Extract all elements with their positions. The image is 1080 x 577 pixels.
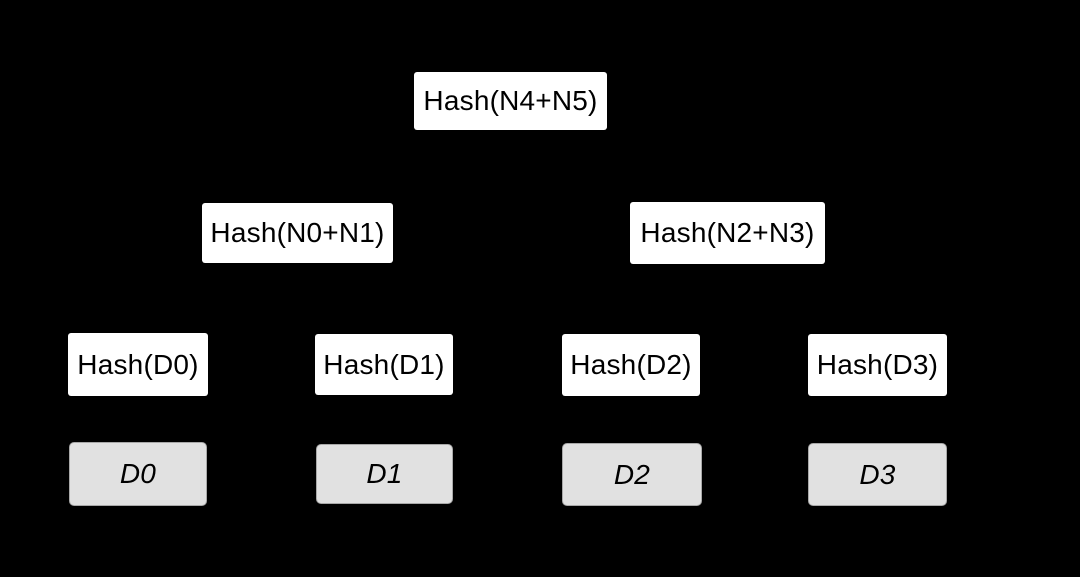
data-block-3: D3	[808, 443, 947, 506]
leaf-hash-node-1: Hash(D1)	[315, 334, 453, 395]
internal-hash-node-left: Hash(N0+N1)	[202, 203, 393, 263]
leaf-hash-node-3: Hash(D3)	[808, 334, 947, 396]
leaf-hash-node-2: Hash(D2)	[562, 334, 700, 396]
data-block-2: D2	[562, 443, 702, 506]
internal-hash-node-right: Hash(N2+N3)	[630, 202, 825, 264]
leaf-hash-node-0: Hash(D0)	[68, 333, 208, 396]
data-block-0: D0	[69, 442, 207, 506]
root-hash-node: Hash(N4+N5)	[414, 72, 607, 130]
data-block-1: D1	[316, 444, 453, 504]
